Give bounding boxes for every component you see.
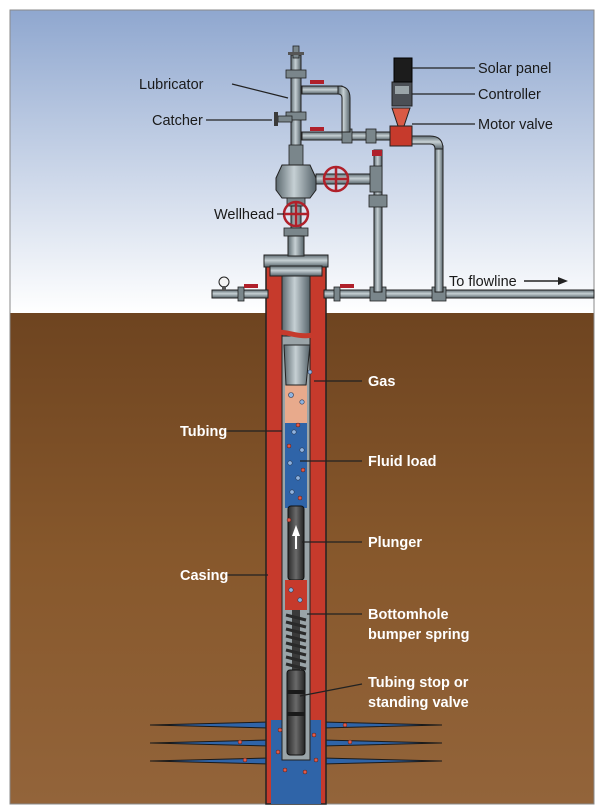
label-casing: Casing (180, 568, 228, 584)
gas-region (285, 385, 307, 423)
motor-valve-shape (389, 125, 413, 147)
label-to-flowline: To flowline (449, 274, 517, 290)
label-bumper-spring-1: Bottomhole (368, 607, 449, 623)
wellhead-flange (263, 254, 329, 268)
label-tubing: Tubing (180, 424, 227, 440)
wellhead-bowl (269, 265, 323, 277)
label-wellhead: Wellhead (214, 207, 274, 223)
bumper-spring-shape (285, 613, 307, 671)
flowline-arrow-icon (524, 277, 568, 285)
label-motor-valve: Motor valve (478, 117, 553, 133)
catcher-shape (277, 115, 293, 123)
lower-tubing-fluid (285, 580, 307, 610)
label-catcher: Catcher (152, 113, 203, 129)
label-gas: Gas (368, 374, 395, 390)
label-solar-panel: Solar panel (478, 61, 551, 77)
flowline-riser (434, 145, 444, 293)
leader-lines (206, 67, 475, 697)
fluid-load-region (285, 423, 307, 508)
wing-valve-wheel-icon (322, 165, 350, 193)
right-flowline (323, 289, 595, 299)
label-plunger: Plunger (368, 535, 422, 551)
label-tubing-stop-2: standing valve (368, 695, 469, 711)
label-fluid-load: Fluid load (368, 454, 436, 470)
pressure-gauge-icon (218, 276, 230, 288)
plunger-arrow-icon (292, 525, 300, 536)
master-tee (275, 164, 317, 199)
gas-bubbles (287, 369, 313, 603)
label-bumper-spring-2: bumper spring (368, 627, 470, 643)
master-valve-wheel-icon (282, 200, 310, 228)
fluid-droplets (237, 422, 353, 775)
hanger-break (266, 327, 326, 339)
label-tubing-stop-1: Tubing stop or (368, 675, 469, 691)
solar-panel-shape (393, 57, 413, 83)
label-controller: Controller (478, 87, 541, 103)
label-lubricator: Lubricator (139, 77, 204, 93)
tubing-hanger (281, 275, 311, 337)
lubricator-outlet (301, 85, 343, 95)
